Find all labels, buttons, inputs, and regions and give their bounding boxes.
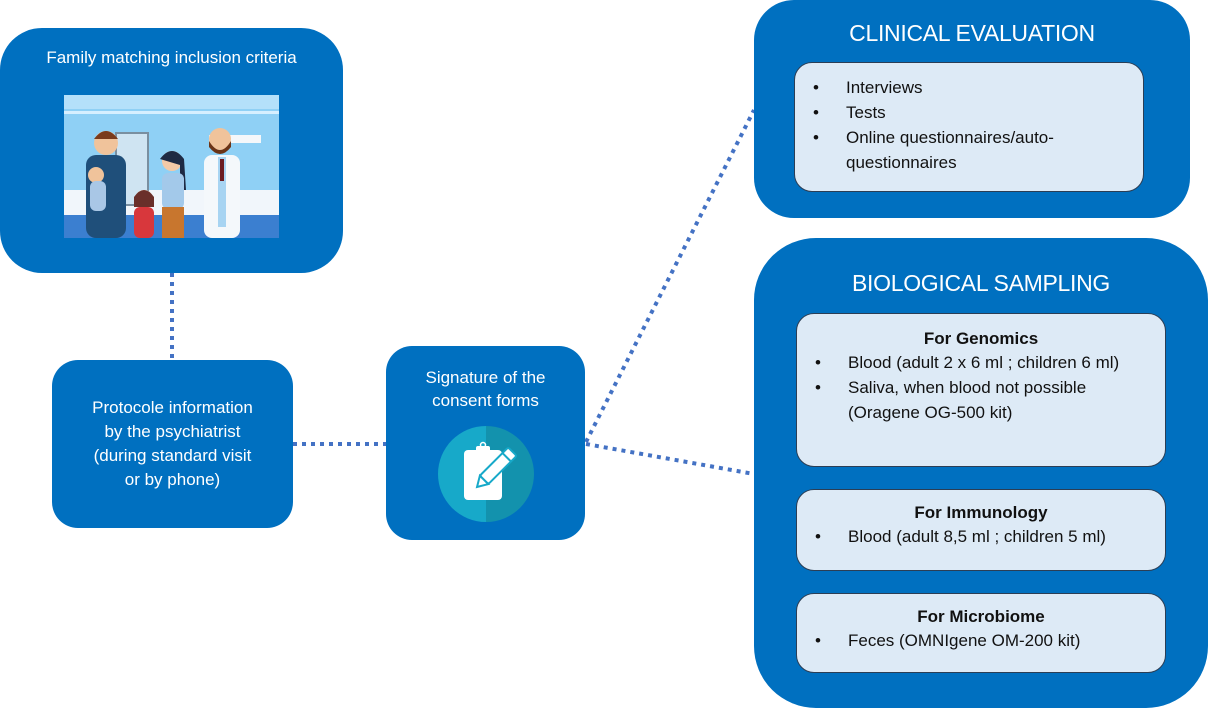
- immunology-section: For Immunology Blood (adult 8,5 ml ; chi…: [796, 489, 1166, 571]
- clinical-evaluation-title: CLINICAL EVALUATION: [849, 20, 1095, 46]
- biological-sampling-title: BIOLOGICAL SAMPLING: [851, 270, 1111, 296]
- protocol-line: Protocole information: [92, 398, 253, 417]
- clipboard-pencil-icon: [438, 426, 534, 522]
- protocol-line: (during standard visit: [93, 446, 252, 465]
- genomics-title: For Genomics: [923, 329, 1039, 348]
- consent-signature-box: Signature of the consent forms: [386, 346, 585, 540]
- immunology-title: For Immunology: [914, 503, 1048, 522]
- biological-sampling-box: BIOLOGICAL SAMPLING For Genomics Blood (…: [754, 238, 1208, 708]
- family-inclusion-box: Family matching inclusion criteria: [0, 28, 343, 273]
- protocol-line: or by phone): [124, 470, 221, 489]
- clinical-evaluation-list-box: Interviews Tests Online questionnaires/a…: [794, 62, 1144, 192]
- genomics-section: For Genomics Blood (adult 2 x 6 ml ; chi…: [796, 313, 1166, 467]
- family-doctor-illustration: [64, 95, 279, 238]
- clinical-evaluation-box: CLINICAL EVALUATION Interviews Tests Onl…: [754, 0, 1190, 218]
- family-box-title: Family matching inclusion criteria: [46, 48, 297, 67]
- connector-signature-to-biological: [585, 442, 755, 476]
- protocol-line: by the psychiatrist: [104, 422, 241, 441]
- signature-line: Signature of the: [425, 368, 546, 387]
- protocol-information-box: Protocole information by the psychiatris…: [52, 360, 293, 528]
- list-item: Blood (adult 8,5 ml ; children 5 ml): [797, 524, 1155, 549]
- signature-box-text: Signature of the consent forms: [386, 366, 585, 412]
- list-item: Interviews: [795, 75, 1133, 100]
- genomics-list: Blood (adult 2 x 6 ml ; children 6 ml) S…: [797, 350, 1155, 425]
- microbiome-list: Feces (OMNIgene OM-200 kit): [797, 628, 1155, 653]
- signature-line: consent forms: [432, 391, 539, 410]
- immunology-list: Blood (adult 8,5 ml ; children 5 ml): [797, 524, 1155, 549]
- list-item: Blood (adult 2 x 6 ml ; children 6 ml): [797, 350, 1155, 375]
- list-item: Tests: [795, 100, 1133, 125]
- list-item: Online questionnaires/auto-questionnaire…: [795, 125, 1133, 175]
- list-item: Feces (OMNIgene OM-200 kit): [797, 628, 1155, 653]
- clinical-evaluation-list: Interviews Tests Online questionnaires/a…: [795, 75, 1133, 175]
- connector-signature-to-clinical: [584, 109, 756, 443]
- protocol-box-text: Protocole information by the psychiatris…: [92, 396, 253, 492]
- list-item: Saliva, when blood not possible (Oragene…: [797, 375, 1155, 425]
- microbiome-title: For Microbiome: [917, 607, 1045, 626]
- microbiome-section: For Microbiome Feces (OMNIgene OM-200 ki…: [796, 593, 1166, 673]
